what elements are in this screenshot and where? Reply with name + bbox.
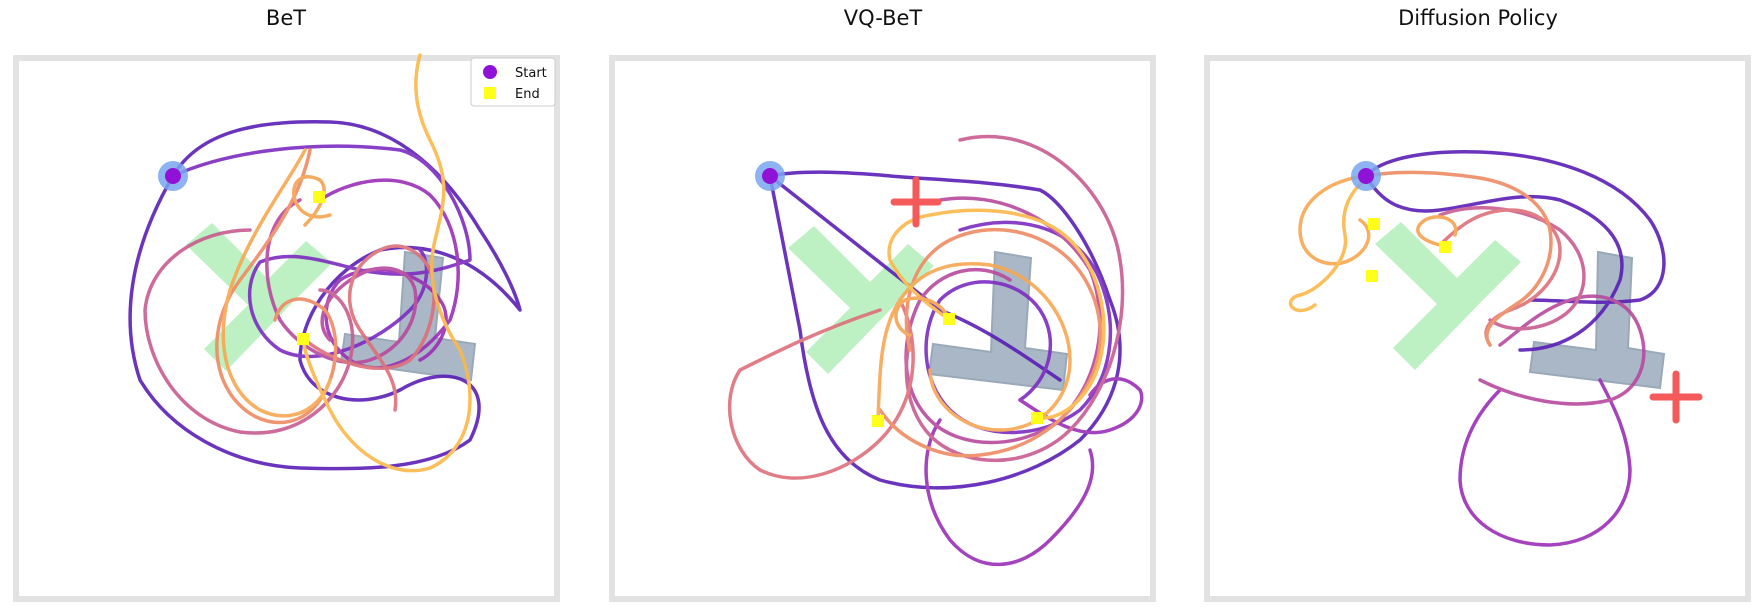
trajectory: [894, 296, 952, 337]
trajectory: [1438, 206, 1586, 331]
trajectory: [1298, 174, 1371, 266]
trajectory: [1288, 174, 1372, 313]
end-marker: [1439, 241, 1451, 253]
trajectory: [221, 148, 332, 418]
end-marker: [1368, 218, 1380, 230]
panel-title-vq-bet: VQ-BeT: [843, 6, 923, 30]
trajectory: [727, 298, 915, 480]
trajectory: [302, 53, 472, 473]
panel-border: [13, 55, 560, 602]
legend-start-marker: [483, 65, 497, 79]
panel-vq-bet: [609, 55, 1156, 602]
start-marker: [762, 168, 778, 184]
trajectory: [1364, 170, 1553, 347]
legend-start-label: Start: [515, 66, 547, 81]
trajectory: [1416, 215, 1458, 247]
end-marker: [297, 333, 309, 345]
trajectory: [924, 377, 1144, 567]
panel-diffusion-policy: [1204, 55, 1751, 602]
legend-end-marker: [484, 87, 496, 99]
end-marker: [1031, 412, 1043, 424]
legend: Start End: [470, 57, 556, 107]
end-marker: [943, 313, 955, 325]
panel-border: [1204, 55, 1751, 602]
trajectory: [1478, 294, 1646, 406]
red-cross-marker: [1649, 370, 1703, 424]
target-shape: [788, 226, 934, 374]
trajectory: [1364, 149, 1666, 352]
panel-title-bet: BeT: [265, 6, 307, 30]
start-marker: [1358, 168, 1374, 184]
end-marker: [872, 415, 884, 427]
trajectory: [128, 120, 522, 471]
trajectory: [171, 144, 472, 359]
trajectory: [904, 134, 1125, 463]
trajectory: [143, 228, 355, 435]
legend-end-label: End: [515, 87, 540, 102]
panel-bet: Start End: [13, 53, 560, 602]
t-block: [1528, 250, 1666, 390]
trajectory: [1458, 378, 1632, 547]
start-marker: [165, 168, 181, 184]
panel-border: [609, 55, 1156, 602]
trajectory: [303, 244, 436, 412]
trajectory: [876, 262, 1072, 432]
trajectory: [215, 148, 338, 425]
end-marker: [1366, 270, 1378, 282]
target-shape: [1375, 222, 1521, 370]
trajectory: [887, 208, 1106, 420]
end-marker: [313, 191, 325, 203]
panel-title-diffusion-policy: Diffusion Policy: [1398, 6, 1558, 30]
trajectory: [878, 227, 1103, 458]
red-cross-marker: [890, 176, 942, 228]
